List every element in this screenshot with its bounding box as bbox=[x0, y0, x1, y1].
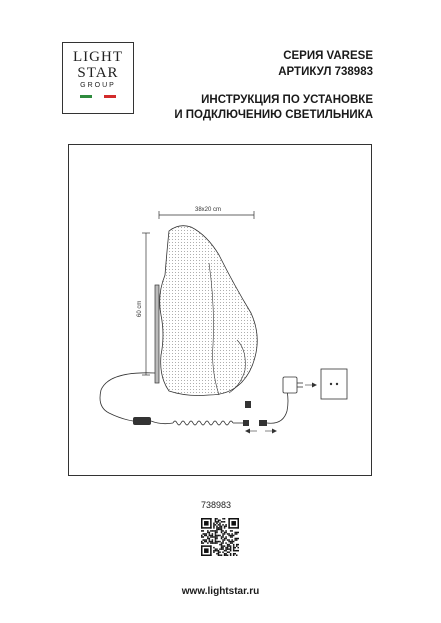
connector-socket-icon bbox=[259, 420, 267, 426]
width-dimension: 38x20 cm bbox=[158, 207, 255, 219]
article-number: АРТИКУЛ 738983 bbox=[278, 66, 373, 78]
installation-diagram: 38x20 cm 60 cm bbox=[68, 144, 372, 476]
brand-logo: LIGHT STAR GROUP bbox=[62, 42, 134, 114]
power-cable bbox=[99, 372, 156, 422]
height-label: 60 cm bbox=[137, 301, 143, 317]
series-title: СЕРИЯ VARESE bbox=[283, 50, 373, 62]
lamp-diagram-svg: 38x20 cm 60 cm bbox=[99, 207, 348, 434]
logo-text-light: LIGHT bbox=[73, 49, 123, 65]
logo-text-star: STAR bbox=[77, 65, 119, 81]
product-code: 738983 bbox=[201, 500, 232, 510]
instruction-title-line2: И ПОДКЛЮЧЕНИЮ СВЕТИЛЬНИКА bbox=[174, 109, 373, 121]
wall-outlet-icon bbox=[320, 368, 348, 400]
qr-code-icon bbox=[201, 518, 239, 556]
italian-flag-icon bbox=[80, 95, 116, 98]
height-dimension: 60 cm bbox=[137, 232, 150, 376]
logo-text-group: GROUP bbox=[80, 82, 116, 89]
instruction-title-line1: ИНСТРУКЦИЯ ПО УСТАНОВКЕ bbox=[201, 94, 373, 106]
website-link[interactable]: www.lightstar.ru bbox=[181, 586, 260, 597]
connector-plug-icon bbox=[243, 420, 249, 426]
inline-switch-icon bbox=[133, 417, 151, 425]
width-label: 38x20 cm bbox=[195, 207, 221, 213]
coiled-cable bbox=[172, 420, 234, 426]
lamp-shade bbox=[159, 225, 258, 408]
power-adapter-icon bbox=[282, 376, 298, 394]
lamp-base bbox=[154, 284, 160, 384]
